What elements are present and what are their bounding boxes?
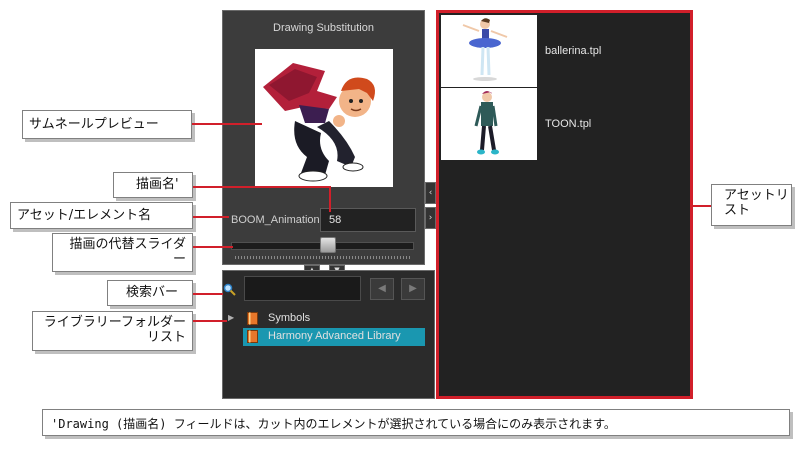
connector-line <box>329 186 331 212</box>
callout-asset-list: アセットリスト <box>711 184 792 226</box>
asset-thumbnail <box>441 88 537 160</box>
search-icon <box>223 283 236 296</box>
collapse-right-button[interactable]: › <box>425 207 436 229</box>
triangle-left-icon: ◀ <box>378 283 386 294</box>
expand-arrow-icon[interactable]: ▶ <box>228 313 235 322</box>
chevron-left-icon: ‹ <box>428 188 433 198</box>
asset-item-ballerina[interactable]: ballerina.tpl <box>441 15 691 87</box>
slider-ticks <box>235 256 411 259</box>
triangle-right-icon: ▶ <box>409 283 417 294</box>
ballerina-image <box>462 18 508 81</box>
library-book-icon <box>247 312 258 325</box>
callout-substitution-slider: 描画の代替スライダー <box>52 233 193 272</box>
connector-line <box>193 293 223 295</box>
folder-label: Harmony Advanced Library <box>268 330 401 342</box>
chevron-right-icon: › <box>428 213 433 223</box>
connector-line <box>193 320 227 322</box>
panel-title: Drawing Substitution <box>273 22 374 34</box>
forward-button[interactable]: ▶ <box>401 278 425 300</box>
asset-thumbnail <box>441 15 537 87</box>
callout-search-bar: 検索バー <box>107 280 193 306</box>
asset-element-name-label: BOOM_Animation <box>231 214 320 226</box>
connector-line <box>693 205 711 207</box>
asset-item-toon[interactable]: TOON.tpl <box>441 88 691 160</box>
callout-asset-element-name: アセット/エレメント名 <box>10 202 193 229</box>
callout-drawing-name: 描画名' <box>113 172 193 198</box>
callout-library-folder-list: ライブラリーフォルダーリスト <box>32 311 193 351</box>
asset-name: ballerina.tpl <box>545 45 602 57</box>
connector-line <box>192 123 262 125</box>
back-button[interactable]: ◀ <box>370 278 394 300</box>
callout-thumbnail-preview: サムネールプレビュー <box>22 110 192 139</box>
folder-item-harmony-advanced-library[interactable]: Harmony Advanced Library <box>243 328 425 346</box>
substitution-slider-handle[interactable] <box>319 237 336 253</box>
drawing-substitution-panel: Drawing Substitution BOOM_Animation 58 <box>222 10 425 265</box>
toon-image <box>474 91 499 155</box>
folder-label: Symbols <box>268 312 311 324</box>
connector-line <box>193 246 233 248</box>
search-input[interactable] <box>244 276 361 301</box>
asset-list: ballerina.tpl TOON.tpl <box>436 10 693 399</box>
thumbnail-preview <box>255 49 393 187</box>
character-thumbnail-image <box>263 63 375 182</box>
connector-line <box>193 216 229 218</box>
footnote: 'Drawing (描画名) フィールドは、カット内のエレメントが選択されている… <box>42 409 790 436</box>
collapse-left-button[interactable]: ‹ <box>425 182 436 204</box>
library-book-icon <box>247 330 258 343</box>
folder-item-symbols[interactable]: ▶ Symbols <box>226 310 425 328</box>
connector-line <box>193 186 331 188</box>
asset-name: TOON.tpl <box>545 118 592 130</box>
drawing-name-field[interactable]: 58 <box>320 208 416 232</box>
